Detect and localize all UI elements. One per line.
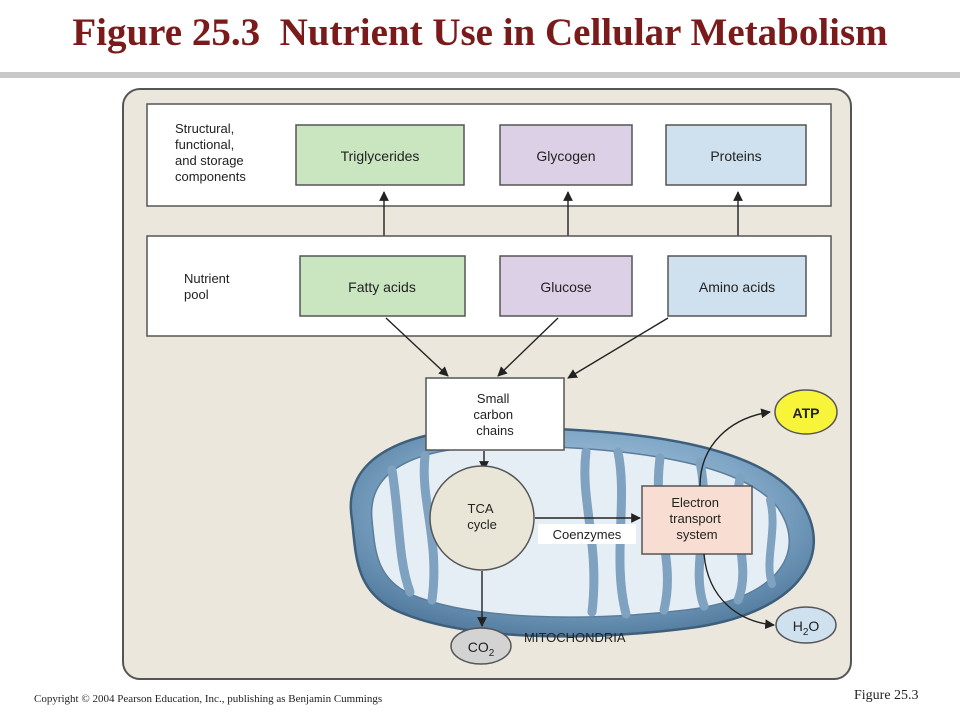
fatty-acids-label: Fatty acids: [348, 279, 416, 295]
electron-transport-label: Electron transport system: [670, 495, 725, 542]
glycogen-box: Glycogen: [499, 124, 633, 186]
coenzymes-label: Coenzymes: [553, 527, 622, 542]
amino-acids-label: Amino acids: [699, 279, 775, 295]
amino-acids-to-carbon-chains-arrow: [567, 317, 669, 379]
nutrient-pool-label: Nutrient pool: [184, 271, 233, 302]
glucose-label: Glucose: [540, 279, 592, 295]
title-divider: [0, 72, 960, 78]
page-title: Figure 25.3 Nutrient Use in Cellular Met…: [72, 11, 888, 54]
ets-to-atp-arrow: [699, 408, 771, 487]
tca-cycle-label: TCA cycle: [467, 501, 497, 532]
triglycerides-label: Triglycerides: [341, 148, 420, 164]
ets-to-water-arrow: [703, 553, 775, 630]
glucose-to-carbon-chains-arrow: [497, 317, 559, 377]
storage-row-label: Structural, functional, and storage comp…: [175, 121, 247, 184]
electron-transport-box: Electron transport system: [641, 485, 753, 555]
copyright-notice: Copyright © 2004 Pearson Education, Inc.…: [34, 693, 383, 705]
co2-label: CO2: [468, 639, 495, 659]
glucose-box: Glucose: [499, 255, 633, 317]
triglycerides-box: Triglycerides: [295, 124, 465, 186]
fatty-acids-to-carbon-chains-arrow: [385, 317, 449, 377]
figure-label: Figure 25.3: [854, 688, 919, 703]
mitochondria-label: MITOCHONDRIA: [524, 630, 626, 645]
water-oval: H2O: [775, 606, 837, 644]
fatty-acids-box: Fatty acids: [299, 255, 466, 317]
proteins-label: Proteins: [710, 148, 761, 164]
co2-oval: CO2: [450, 627, 512, 665]
glycogen-label: Glycogen: [536, 148, 595, 164]
tca-cycle-circle: TCA cycle: [429, 465, 535, 571]
small-carbon-chains-label: Small carbon chains: [473, 391, 516, 438]
amino-acids-box: Amino acids: [667, 255, 807, 317]
atp-label: ATP: [793, 405, 820, 421]
water-label: H2O: [793, 618, 820, 638]
atp-oval: ATP: [774, 389, 838, 435]
coenzymes-tag: Coenzymes: [538, 524, 636, 544]
proteins-box: Proteins: [665, 124, 807, 186]
small-carbon-chains-box: Small carbon chains: [425, 377, 565, 451]
